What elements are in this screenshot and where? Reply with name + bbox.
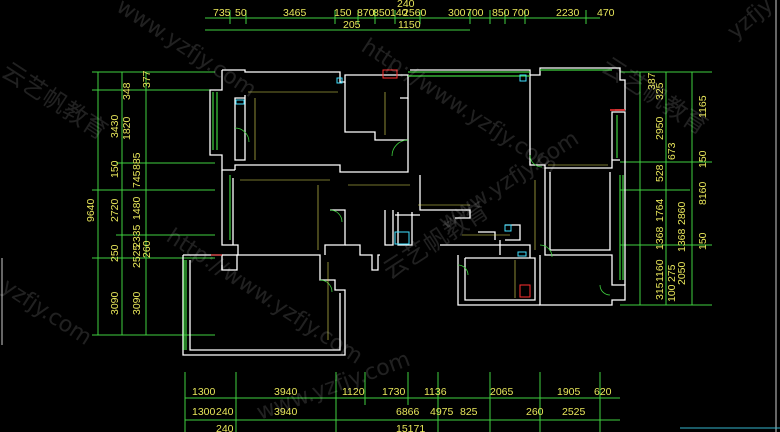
left-dim-label: 3090 (109, 291, 121, 315)
top-dim-label: 2560 (403, 7, 427, 19)
right-dimension-chain (620, 71, 712, 306)
top-dim-label: 50 (235, 7, 247, 19)
top-dim-label: 735 (213, 7, 231, 19)
bottom-dim-label: 3940 (274, 406, 298, 418)
right-dim-label: 2860 (676, 201, 688, 225)
right-dim-label: 1165 (697, 95, 709, 118)
left-dim-label: 3090 (131, 291, 143, 315)
top-dim-label: 870 (357, 7, 375, 19)
top-dim-label: 850 (492, 7, 510, 19)
right-dim-label: 673 (666, 142, 678, 160)
left-dim-label: 2720 (109, 198, 121, 222)
interior-dimensions (240, 91, 608, 340)
right-dim-label: 2050 (676, 261, 688, 285)
door-swings (234, 127, 611, 296)
bottom-dim-label: 1300 (192, 386, 216, 398)
watermark-text: http://www.yzfjy.com (162, 224, 367, 369)
fixtures (211, 69, 625, 298)
bottom-dim-label: 240 (216, 406, 234, 418)
right-dim-label: 325 (654, 82, 666, 100)
left-dim-label: 1820 (121, 116, 133, 140)
bottom-dim-label: 15171 (396, 423, 425, 432)
window-openings (183, 69, 624, 350)
right-dim-label: 528 (654, 164, 666, 182)
right-dim-label: 2950 (654, 116, 666, 140)
bottom-dim-label: 1730 (382, 386, 406, 398)
watermark-text: yzfjy (723, 0, 778, 45)
right-dim-label: 150 (697, 150, 709, 168)
bottom-dim-label: 1120 (342, 386, 365, 398)
wall-outline (182, 67, 626, 356)
bottom-dim-label: 1905 (557, 386, 581, 398)
top-dim-label: 150 (334, 7, 352, 19)
right-dim-label: 150 (697, 232, 709, 250)
bottom-dimension-chain (184, 372, 620, 432)
left-dim-label: 885 (131, 152, 143, 170)
bottom-dim-label: 825 (460, 406, 478, 418)
watermark-text: yzfjy.com (0, 274, 96, 351)
left-dim-label: 348 (121, 82, 133, 100)
top-dim-label: 240 (397, 0, 415, 10)
top-dim-label: 470 (597, 7, 615, 19)
left-dim-label: 3430 (109, 114, 121, 138)
left-dim-label: 2335 (131, 224, 143, 248)
left-dim-label: 250 (109, 244, 121, 262)
top-dim-label: 850 (373, 7, 391, 19)
top-dim-label: 300 (448, 7, 466, 19)
left-dim-label: 1480 (131, 196, 143, 220)
bottom-dim-label: 1136 (424, 386, 447, 398)
right-dim-label: 1160 (654, 259, 666, 282)
left-dim-label: 745 (131, 170, 143, 188)
bottom-dim-label: 1300 (192, 406, 216, 418)
left-dim-label: 260 (141, 240, 153, 258)
top-dim-label: 700 (512, 7, 530, 19)
bottom-dim-label: 260 (526, 406, 544, 418)
top-dim-label: 700 (466, 7, 484, 19)
top-dim-label: 205 (343, 19, 361, 31)
left-dim-label: 2525 (131, 244, 143, 268)
right-dim-label: 387 (646, 72, 658, 90)
bottom-dim-label: 620 (594, 386, 612, 398)
bottom-dim-label: 2065 (490, 386, 514, 398)
top-dim-label: 2230 (556, 7, 580, 19)
top-dim-label: 3465 (283, 7, 307, 19)
left-dimension-chain (92, 71, 215, 336)
right-dim-label: 315 (654, 282, 666, 300)
bottom-dim-label: 4975 (430, 406, 454, 418)
left-dim-label: 377 (141, 70, 153, 88)
bottom-dim-label: 2525 (562, 406, 586, 418)
right-dim-label: 1368 (676, 228, 688, 252)
bottom-dim-label: 6866 (396, 406, 420, 418)
top-dim-label: 1150 (398, 19, 421, 31)
right-dim-label: 1368 (654, 226, 666, 250)
top-dimension-chain (205, 10, 600, 31)
right-dim-label: 100 (666, 284, 678, 302)
bottom-dim-label: 3940 (274, 386, 298, 398)
right-dim-label: 275 (666, 264, 678, 282)
left-dim-label: 9640 (85, 198, 97, 222)
left-dim-label: 150 (109, 160, 121, 178)
top-dim-label: 140 (390, 7, 408, 19)
watermark-text: 云艺帆教育 (0, 57, 113, 146)
right-dim-label: 8160 (697, 181, 709, 205)
bottom-dim-label: 240 (216, 423, 234, 432)
right-dim-label: 1764 (654, 198, 666, 222)
